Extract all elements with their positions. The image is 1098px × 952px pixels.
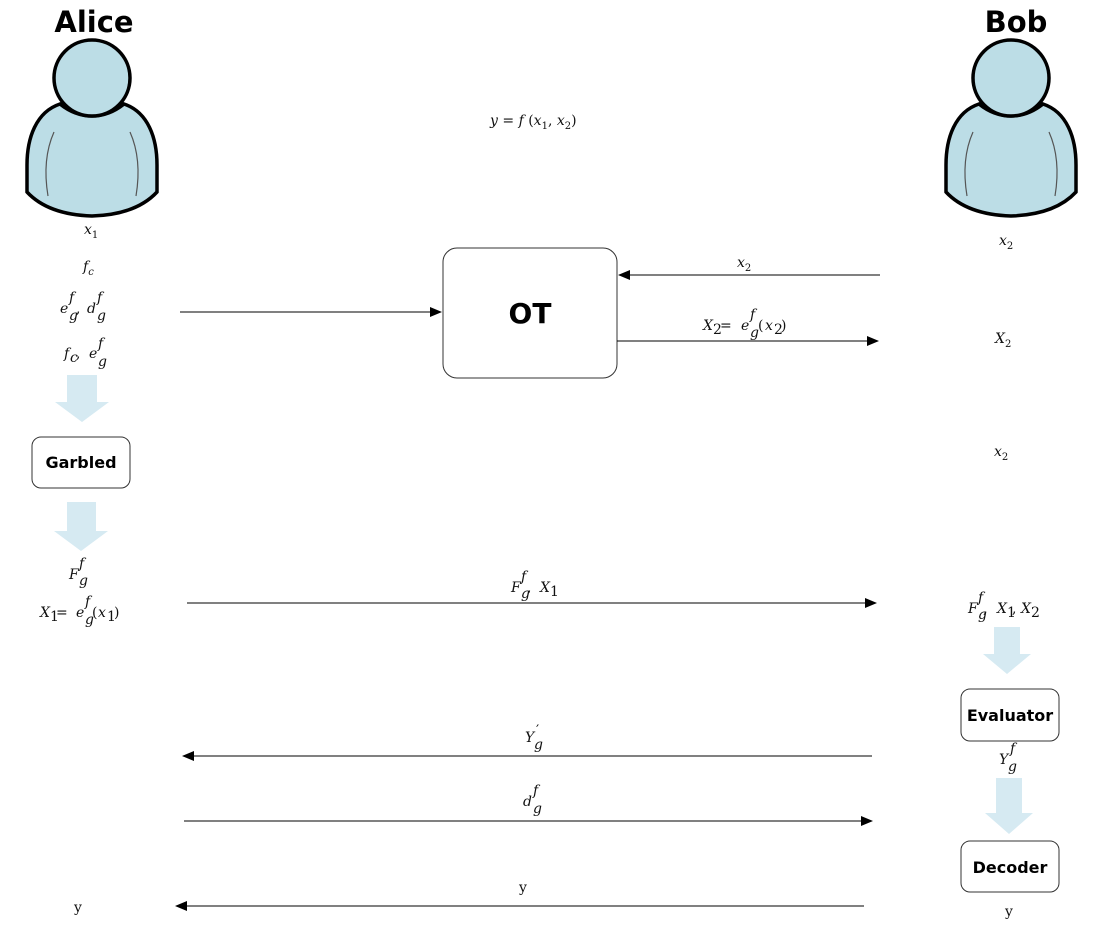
svg-text:): ) [781,318,786,334]
alice-flow-arrow-2 [54,502,108,551]
svg-text:d: d [87,301,96,317]
msg-Fg-X1-label: F f g , X 1 [510,569,559,602]
svg-text:1: 1 [550,584,559,600]
svg-text:f: f [1009,741,1018,757]
msg-y-label: y [518,880,527,896]
alice-fc-eg: f c , e f g [63,336,107,370]
function-definition: y = f (x1, x2) [489,113,577,132]
svg-text:X: X [539,580,551,596]
ot-X2-out-label: X 2 = e f g ( x 2 ) [702,307,786,341]
svg-text:f: f [97,336,106,352]
svg-text:g: g [79,573,88,589]
ot-label: OT [509,297,552,330]
svg-text:g: g [98,354,107,370]
svg-text:g: g [97,308,106,324]
svg-text:f: f [96,290,105,306]
ot-x2-in-label: x2 [737,255,751,274]
svg-text:2: 2 [1031,605,1040,621]
svg-text:g: g [1008,759,1017,775]
svg-text:′: ′ [536,723,539,739]
svg-text:x: x [98,605,106,621]
msg-Yg-label: Y ′ g [525,723,543,753]
svg-text:f: f [749,307,758,323]
garbled-box [31,436,131,489]
svg-text:f: f [63,346,72,362]
bob-person-icon [944,38,1078,218]
alice-person-icon [25,38,159,218]
alice-flow-arrow-1 [55,375,109,422]
bob-x2-mid: x2 [994,444,1008,463]
msg-dg-label: d f g [523,783,542,817]
svg-text:1: 1 [107,609,116,625]
svg-text:,: , [1012,601,1016,617]
alice-X1-equation: X 1 = e f g ( x 1 ) [39,594,119,628]
svg-text:g: g [534,737,543,753]
svg-text:e: e [741,318,749,334]
svg-text:g: g [750,325,759,341]
svg-text:e: e [76,605,84,621]
svg-text:F: F [510,580,522,596]
ot-box [442,247,618,379]
svg-text:g: g [533,801,542,817]
svg-text:f: f [977,590,986,606]
svg-text:1: 1 [1007,605,1016,621]
svg-text:2: 2 [774,322,783,338]
svg-text:1: 1 [50,609,59,625]
bob-flow-arrow-1 [983,627,1031,674]
svg-text:f: f [84,594,93,610]
svg-text:d: d [523,794,532,810]
svg-text:2: 2 [713,322,722,338]
svg-text:=: = [56,605,68,621]
garbled-label: Garbled [45,453,116,472]
svg-text:e: e [89,346,97,362]
svg-text:Y: Y [525,730,536,746]
svg-text:g: g [85,612,94,628]
svg-text:c: c [70,350,78,366]
svg-text:f: f [78,556,87,572]
svg-text:X: X [39,605,51,621]
alice-eg-dg: e f g , d f g [60,290,106,324]
bob-Yg: Y f g [999,741,1018,775]
bob-flow-arrow-2 [985,778,1033,834]
decoder-box [960,840,1060,893]
svg-text:F: F [68,567,80,583]
svg-text:,: , [76,301,80,317]
alice-Fg: F f g [68,556,88,589]
svg-text:X: X [1020,601,1032,617]
svg-text:(: ( [758,318,763,334]
svg-text:F: F [967,601,979,617]
bob-x2-top: x2 [999,233,1013,252]
svg-text:x: x [765,318,773,334]
evaluator-label: Evaluator [967,706,1053,725]
svg-text:e: e [60,301,68,317]
svg-text:f: f [520,569,529,585]
alice-title: Alice [54,5,133,39]
svg-text:,: , [983,601,987,617]
bob-Fg-X1-X2: F f g , X 1 , X 2 [967,590,1040,623]
svg-text:Y: Y [999,752,1010,768]
svg-text:=: = [720,318,732,334]
alice-fc: fc [82,259,94,278]
svg-text:g: g [69,308,78,324]
svg-text:g: g [978,607,987,623]
bob-y: y [1004,904,1013,920]
bob-X2: X2 [994,331,1011,350]
decoder-label: Decoder [973,858,1048,877]
svg-text:g: g [521,586,530,602]
svg-text:,: , [527,580,531,596]
svg-text:(: ( [92,605,97,621]
svg-text:f: f [532,783,541,799]
svg-text:X: X [702,318,714,334]
svg-text:): ) [114,605,119,621]
alice-y: y [73,900,82,916]
svg-text:X: X [996,601,1008,617]
svg-text:f: f [68,290,77,306]
svg-text:,: , [76,346,80,362]
bob-title: Bob [985,5,1048,39]
alice-x1: x1 [84,222,98,241]
evaluator-box [960,688,1060,742]
